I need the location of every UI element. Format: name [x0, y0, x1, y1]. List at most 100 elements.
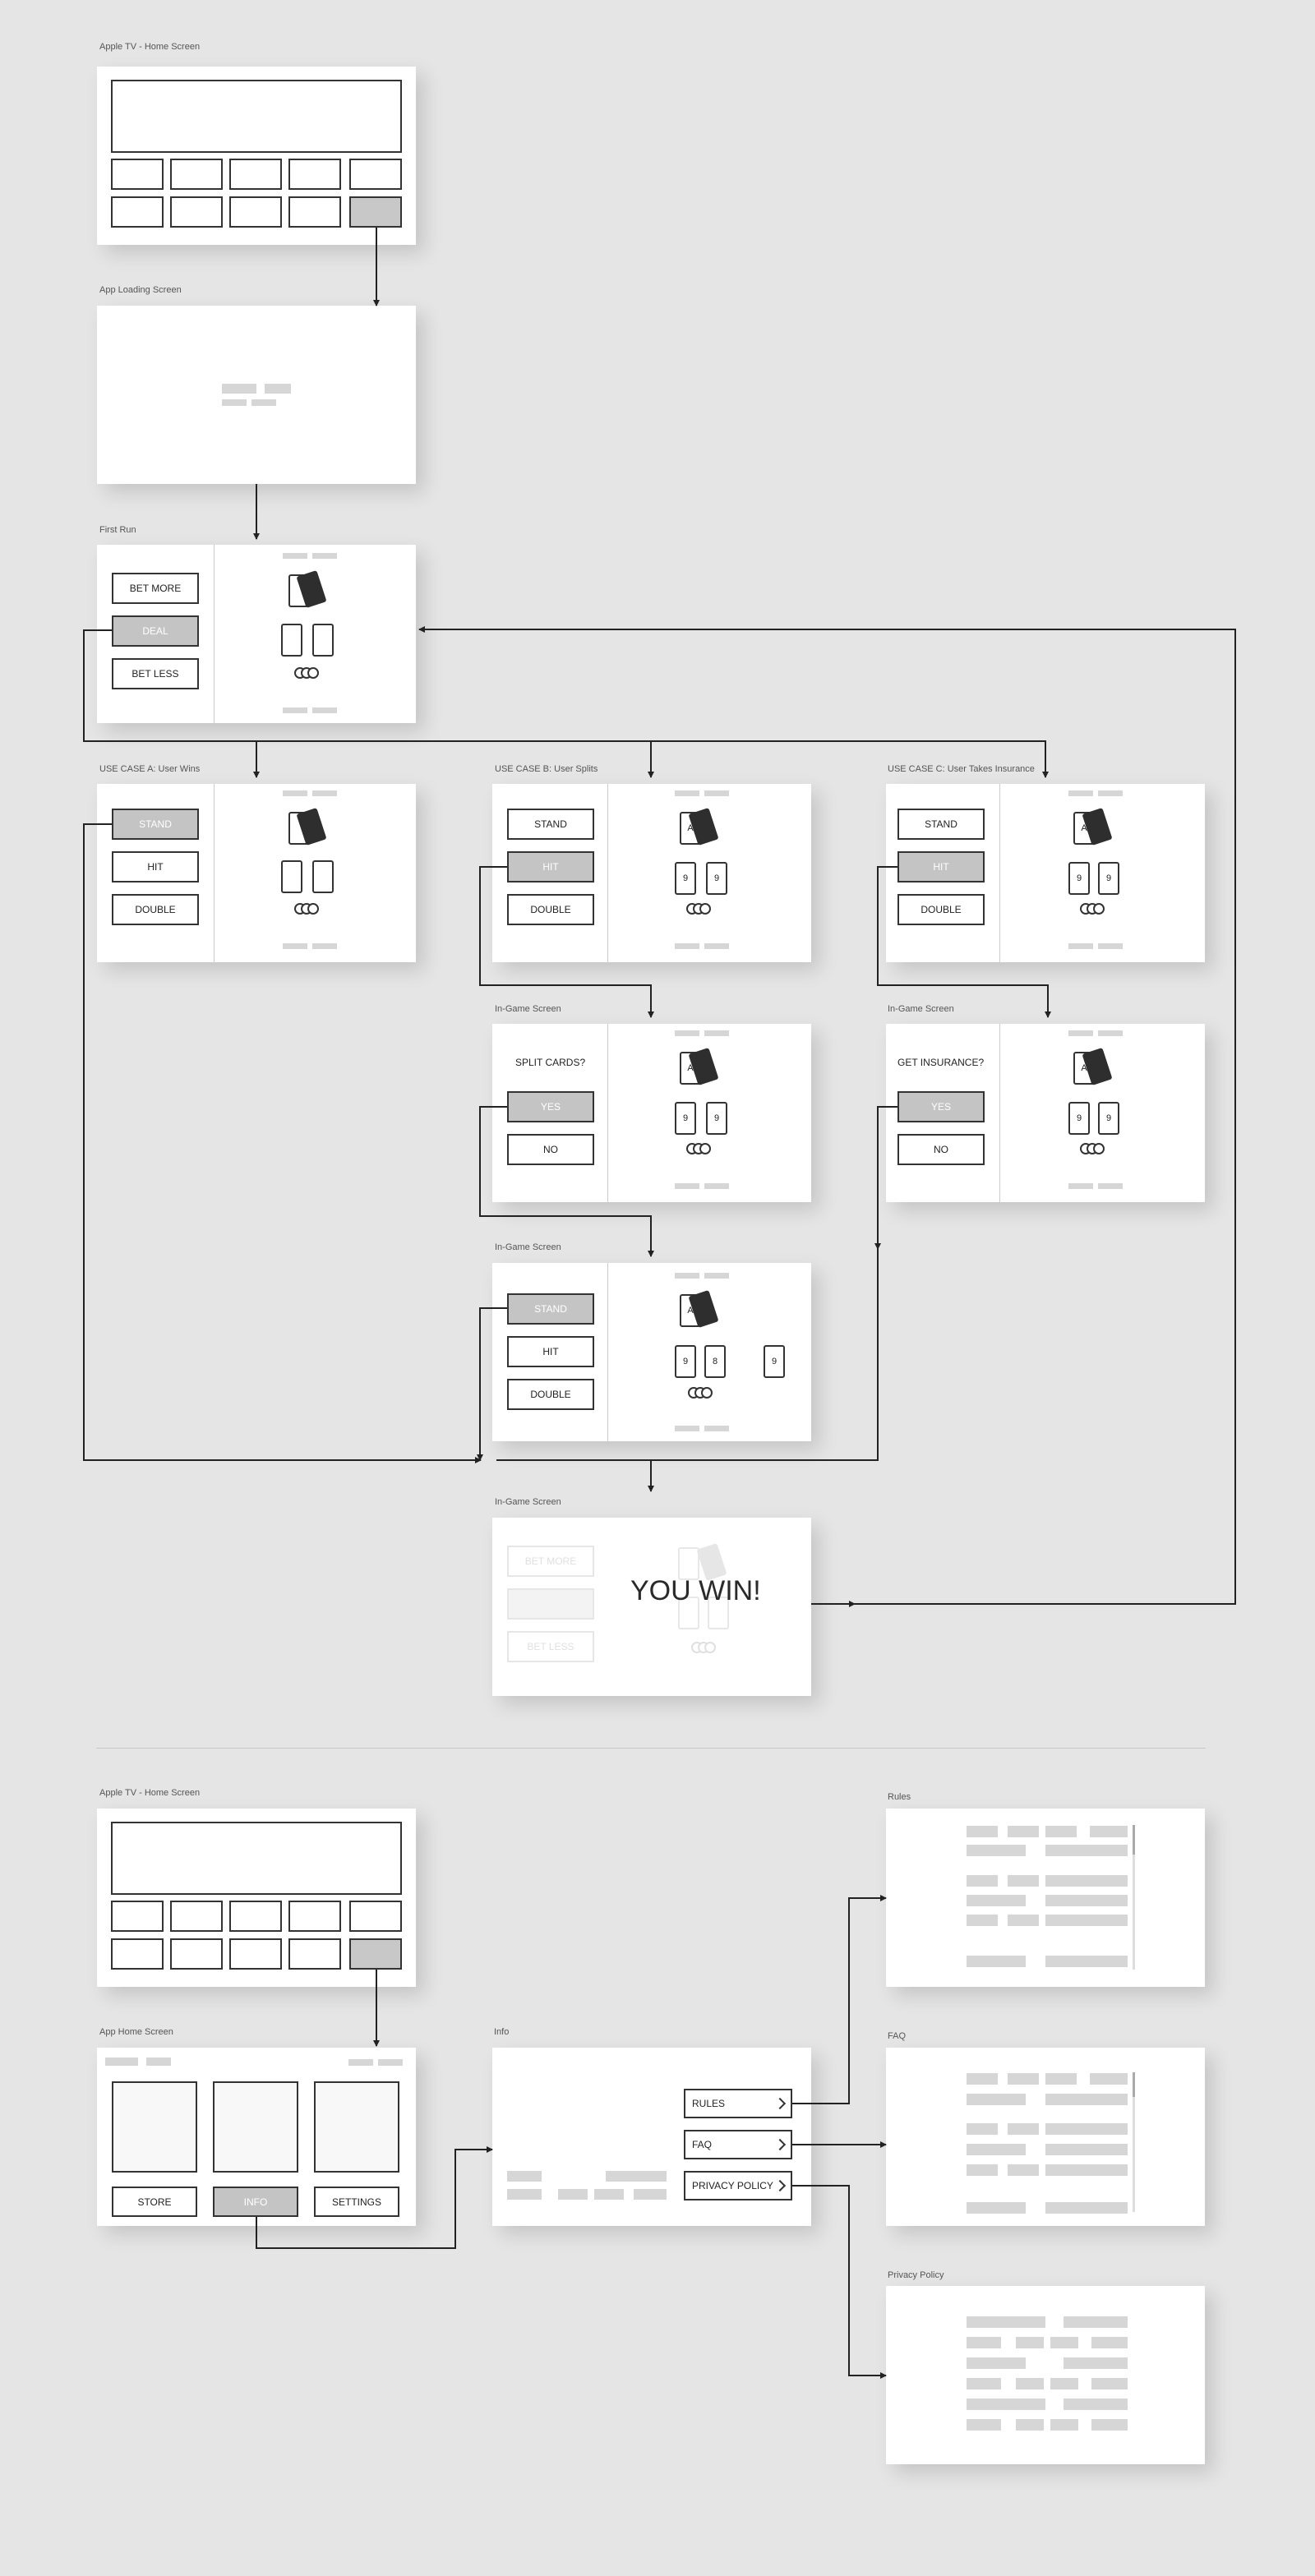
- hit-button[interactable]: HIT: [897, 851, 985, 882]
- text-placeholder: [967, 2337, 1001, 2348]
- top-placeholder: [312, 553, 337, 559]
- app-tile[interactable]: [170, 196, 223, 228]
- app-tile[interactable]: [170, 159, 223, 190]
- scrollbar-thumb[interactable]: [1133, 2072, 1135, 2097]
- rules-menu-button[interactable]: RULES: [684, 2089, 792, 2118]
- hit-button[interactable]: HIT: [507, 1336, 594, 1367]
- double-button[interactable]: DOUBLE: [507, 894, 594, 925]
- chip: [307, 667, 319, 679]
- app-tile[interactable]: [111, 159, 164, 190]
- app-tile[interactable]: [229, 1938, 282, 1970]
- text-placeholder: [1008, 2073, 1039, 2085]
- top-placeholder: [675, 1030, 699, 1036]
- privacy-policy-menu-button[interactable]: PRIVACY POLICY: [684, 2171, 792, 2200]
- app-tile[interactable]: [111, 196, 164, 228]
- no-button[interactable]: NO: [897, 1134, 985, 1165]
- text-placeholder: [1045, 1956, 1128, 1967]
- text-placeholder: [1008, 2164, 1039, 2176]
- app-tile[interactable]: [170, 1901, 223, 1932]
- stand-button[interactable]: STAND: [507, 809, 594, 840]
- text-placeholder: [967, 2164, 998, 2176]
- deal-button[interactable]: DEAL: [112, 615, 199, 647]
- player-card-nine: 9: [1068, 1102, 1090, 1135]
- bet-more-button[interactable]: BET MORE: [112, 573, 199, 604]
- connector-insurance-to-merge: [496, 1249, 879, 1461]
- header-placeholder: [348, 2059, 373, 2066]
- panel-divider: [999, 784, 1000, 962]
- text-placeholder: [594, 2189, 624, 2200]
- app-tile[interactable]: [170, 1938, 223, 1970]
- text-placeholder: [1045, 1826, 1077, 1837]
- header-placeholder: [146, 2058, 171, 2066]
- double-button[interactable]: DOUBLE: [112, 894, 199, 925]
- panel-divider: [607, 784, 608, 962]
- text-placeholder: [967, 2073, 998, 2085]
- stand-button[interactable]: STAND: [897, 809, 985, 840]
- bottom-placeholder: [704, 1183, 729, 1189]
- app-tile[interactable]: [111, 1938, 164, 1970]
- stand-button[interactable]: STAND: [507, 1293, 594, 1325]
- bottom-placeholder: [312, 943, 337, 949]
- text-placeholder: [1045, 1915, 1128, 1926]
- top-placeholder: [704, 790, 729, 796]
- bet-more-button-faded: BET MORE: [507, 1546, 594, 1577]
- text-placeholder: [1045, 1845, 1128, 1856]
- frame-title-apple-tv-home: Apple TV - Home Screen: [99, 42, 201, 52]
- hit-button[interactable]: HIT: [507, 851, 594, 882]
- faq-menu-button[interactable]: FAQ: [684, 2130, 792, 2159]
- bottom-placeholder: [704, 1426, 729, 1431]
- frame-title-info: Info: [494, 2027, 510, 2037]
- double-button[interactable]: DOUBLE: [507, 1379, 594, 1410]
- app-tile[interactable]: [229, 196, 282, 228]
- app-tile-selected[interactable]: [349, 196, 402, 228]
- content-tile[interactable]: [213, 2081, 298, 2173]
- app-tile[interactable]: [229, 159, 282, 190]
- yes-button[interactable]: YES: [507, 1091, 594, 1122]
- app-tile[interactable]: [288, 1938, 341, 1970]
- app-tile-selected[interactable]: [349, 1938, 402, 1970]
- hit-button[interactable]: HIT: [112, 851, 199, 882]
- stand-button[interactable]: STAND: [112, 809, 199, 840]
- bottom-placeholder: [283, 943, 307, 949]
- use-case-a-frame: STAND HIT DOUBLE: [97, 784, 416, 962]
- connector-rules: [792, 1895, 887, 2104]
- top-placeholder: [675, 1273, 699, 1279]
- double-button[interactable]: DOUBLE: [897, 894, 985, 925]
- app-tile[interactable]: [288, 159, 341, 190]
- text-placeholder: [967, 1845, 1026, 1856]
- top-placeholder: [704, 1273, 729, 1279]
- content-tile[interactable]: [314, 2081, 399, 2173]
- text-placeholder: [1008, 1915, 1039, 1926]
- info-button[interactable]: INFO: [213, 2187, 298, 2217]
- you-win-banner: YOU WIN!: [630, 1575, 761, 1606]
- top-placeholder: [283, 553, 307, 559]
- chip: [1093, 903, 1105, 915]
- app-tile[interactable]: [288, 196, 341, 228]
- text-placeholder: [967, 2399, 1045, 2410]
- app-tile[interactable]: [349, 159, 402, 190]
- top-placeholder: [1068, 1030, 1093, 1036]
- yes-button[interactable]: YES: [897, 1091, 985, 1122]
- no-button[interactable]: NO: [507, 1134, 594, 1165]
- text-placeholder: [967, 2202, 1026, 2214]
- bottom-placeholder: [675, 1426, 699, 1431]
- text-placeholder: [1045, 1875, 1128, 1887]
- text-placeholder: [558, 2189, 588, 2200]
- chip: [699, 1143, 711, 1154]
- store-button[interactable]: STORE: [112, 2187, 197, 2217]
- scrollbar-thumb[interactable]: [1133, 1825, 1135, 1855]
- text-placeholder: [1064, 2399, 1128, 2410]
- frame-title-in-game-win: In-Game Screen: [495, 1497, 561, 1507]
- frame-title-in-game-split-hand: In-Game Screen: [495, 1242, 561, 1252]
- scrollbar[interactable]: [1133, 1825, 1135, 1970]
- settings-button[interactable]: SETTINGS: [314, 2187, 399, 2217]
- app-tile[interactable]: [349, 1901, 402, 1932]
- app-tile[interactable]: [288, 1901, 341, 1932]
- text-placeholder: [967, 2316, 1045, 2328]
- content-tile[interactable]: [112, 2081, 197, 2173]
- text-placeholder: [967, 1826, 998, 1837]
- app-tile[interactable]: [111, 1901, 164, 1932]
- bet-less-button[interactable]: BET LESS: [112, 658, 199, 689]
- app-tile[interactable]: [229, 1901, 282, 1932]
- scrollbar[interactable]: [1133, 2072, 1135, 2212]
